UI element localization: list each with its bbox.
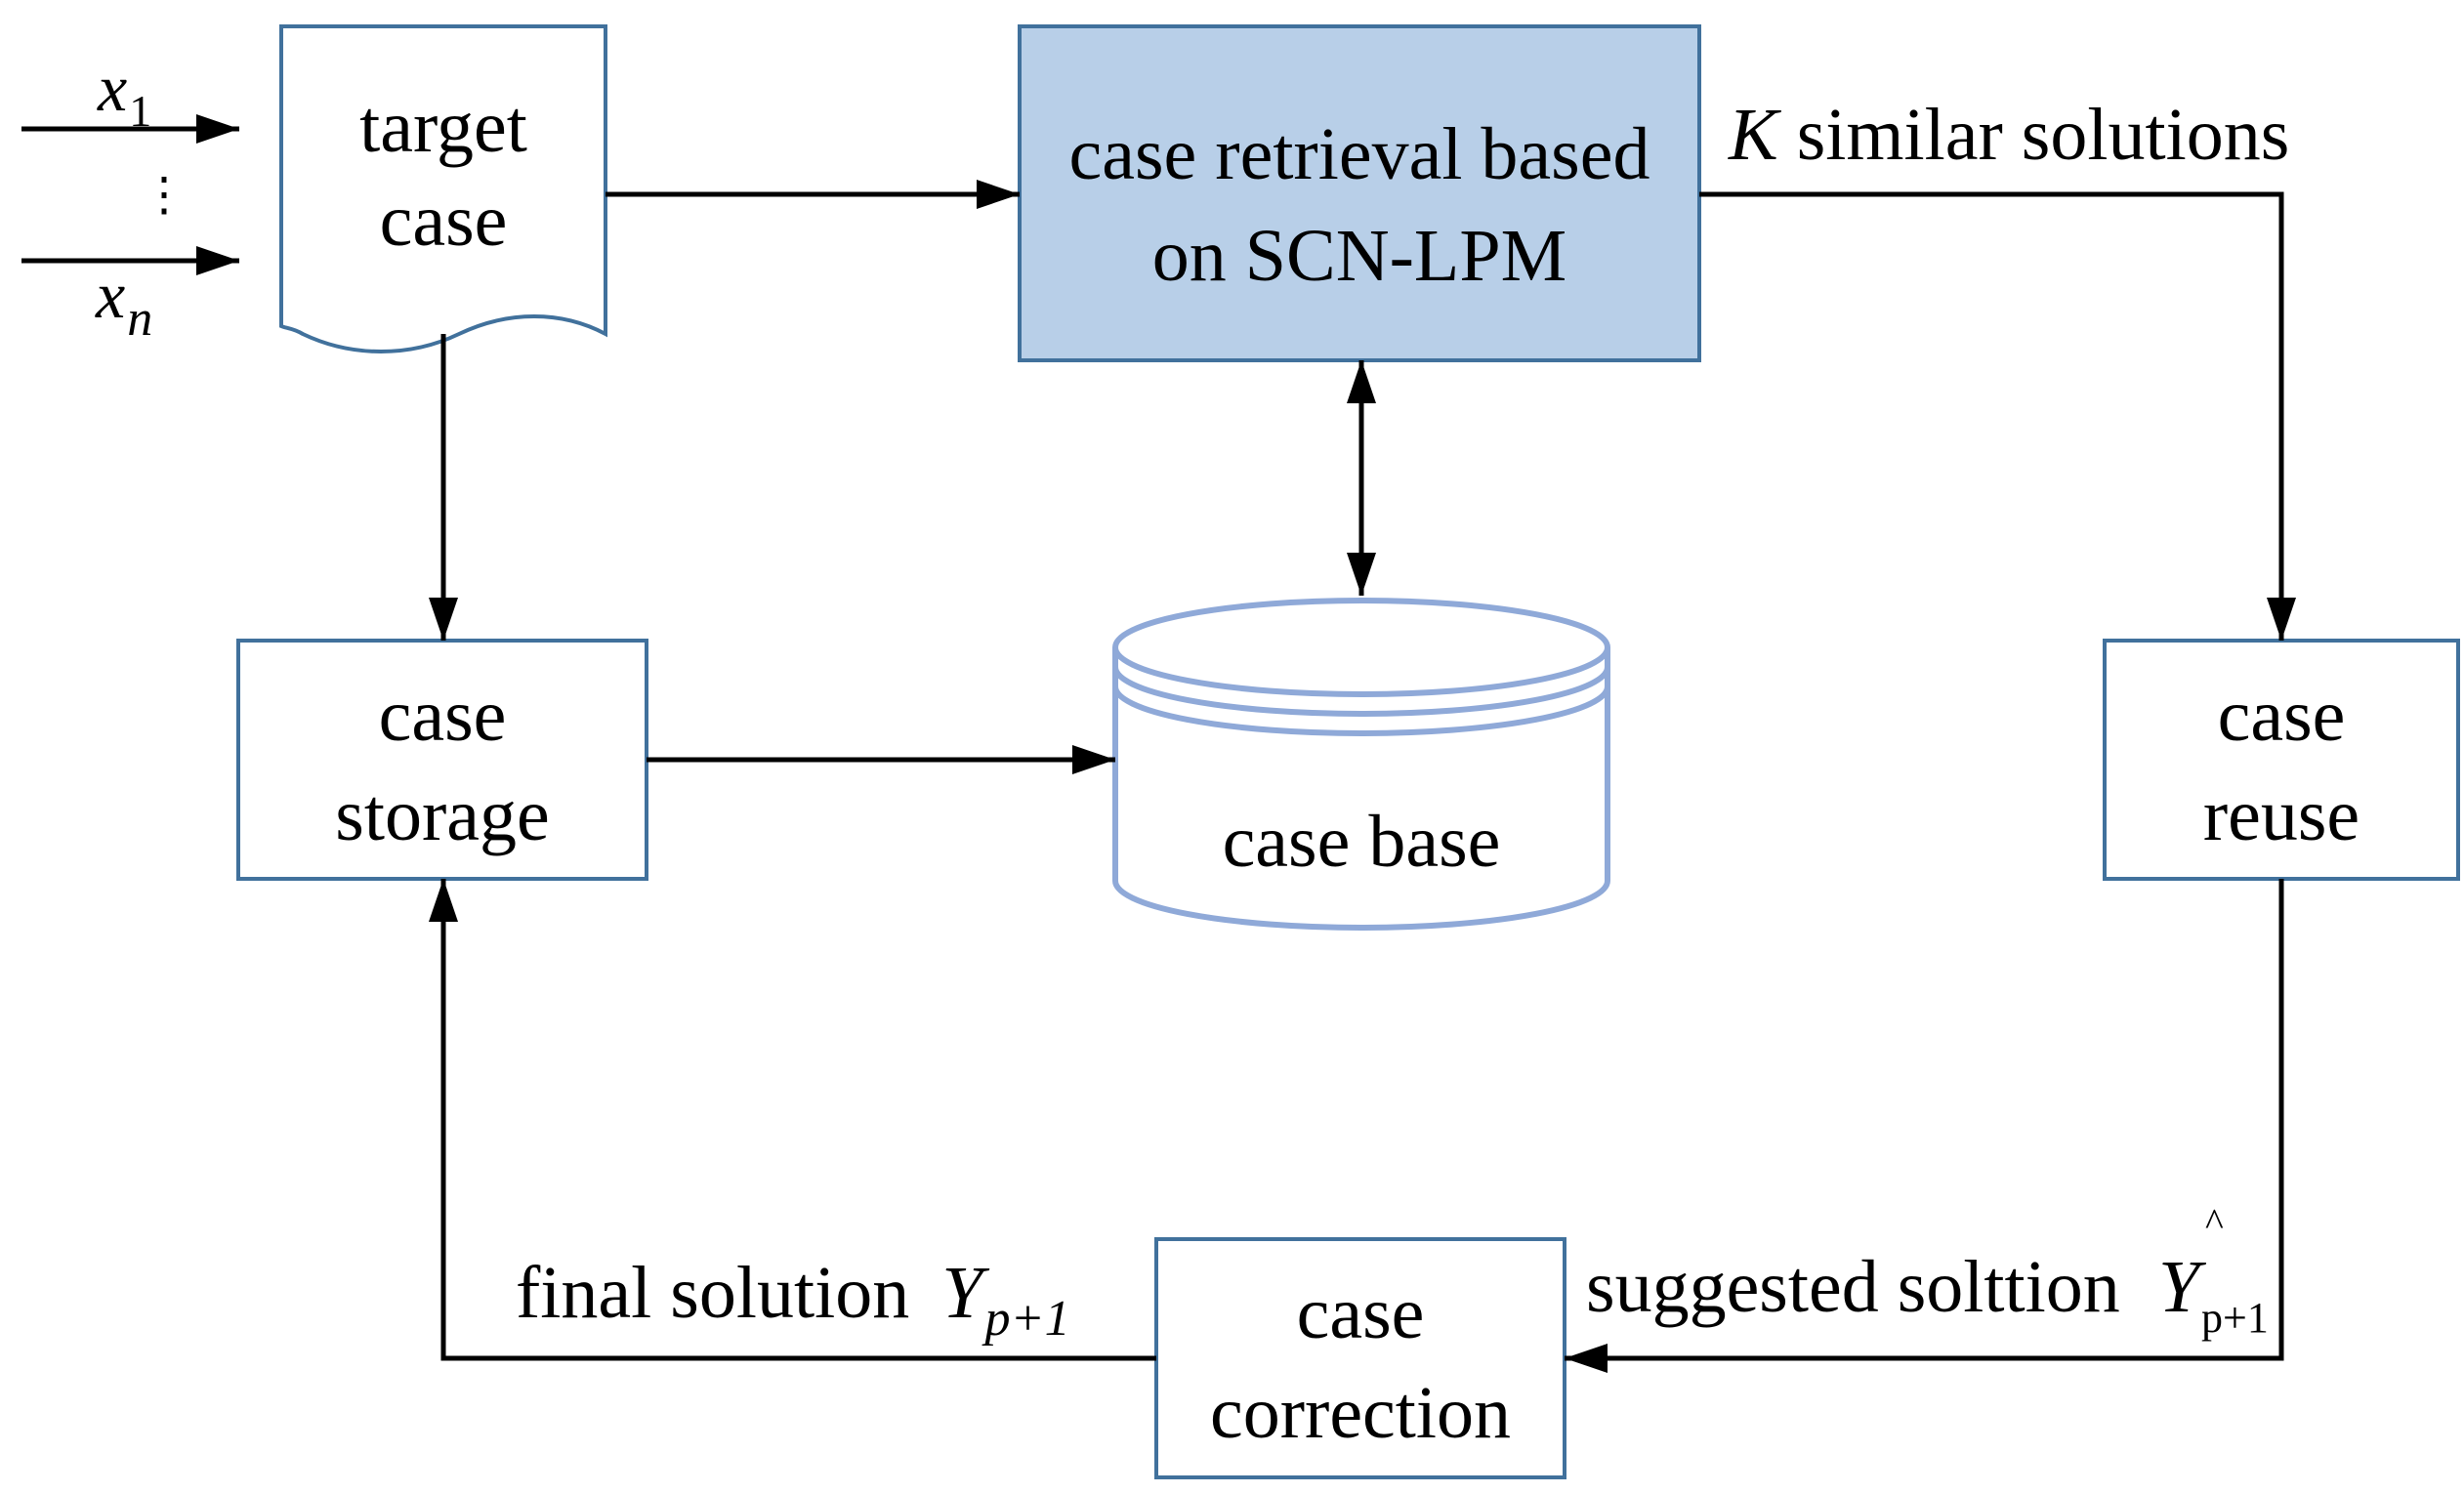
case-reuse-label: case reuse (2105, 666, 2458, 865)
case-storage-line-1: case (378, 675, 507, 757)
input-xn-label: xn (96, 262, 152, 345)
target-case-label: target case (281, 80, 606, 268)
target-case-line-2: case (379, 180, 508, 262)
case-reuse-box (2103, 639, 2460, 881)
suggested-solution-subscript: p+1 (2201, 1294, 2269, 1342)
case-correction-line-2: correction (1209, 1372, 1512, 1454)
case-correction-line-1: case (1296, 1272, 1425, 1354)
x1-subscript: 1 (129, 86, 152, 136)
case-retrieval-line-2: on SCN-LPM (1151, 215, 1567, 297)
k-similar-solutions-label: K similar solutions (1729, 98, 2289, 172)
case-storage-line-2: storage (335, 774, 550, 856)
case-retrieval-label: case retrieval based on SCN-LPM (1020, 104, 1699, 307)
case-storage-label: case storage (238, 666, 647, 865)
xn-variable: x (96, 258, 126, 332)
suggested-solution-label: suggested solttion (1586, 1250, 2120, 1324)
target-case-shape (279, 24, 607, 353)
correction-to-storage-arrow (429, 879, 1156, 1361)
target-case-line-1: target (359, 86, 527, 168)
k-variable: K (1729, 94, 1778, 176)
retrieval-to-reuse-arrow (1699, 191, 2296, 641)
suggested-solution-text: suggested solttion (1586, 1246, 2120, 1328)
case-reuse-line-1: case (2217, 675, 2346, 757)
final-solution-variable: Y (941, 1252, 983, 1334)
xn-subscript: n (127, 291, 153, 347)
case-retrieval-box (1018, 24, 1701, 362)
suggested-solution-hat: ^ (2205, 1200, 2224, 1244)
final-solution-subscript: p+1 (984, 1291, 1070, 1347)
input-x1-label: x1 (98, 55, 151, 134)
case-base-label: case base (1222, 801, 1501, 883)
final-solution-label: final solution Yp+1 (516, 1256, 1070, 1345)
case-correction-label: case correction (1156, 1264, 1565, 1463)
suggested-solution-variable: Y (2158, 1246, 2200, 1328)
case-correction-box (1154, 1237, 1566, 1479)
input-ellipsis: ⋮ (141, 169, 188, 221)
case-retrieval-line-1: case retrieval based (1068, 113, 1650, 195)
k-text: similar solutions (1796, 94, 2290, 176)
case-reuse-line-2: reuse (2202, 774, 2360, 856)
reuse-to-correction-arrow (1565, 879, 2284, 1373)
final-solution-text: final solution (516, 1252, 910, 1334)
x1-variable: x (98, 51, 128, 125)
case-base-cylinder (1112, 598, 1610, 931)
